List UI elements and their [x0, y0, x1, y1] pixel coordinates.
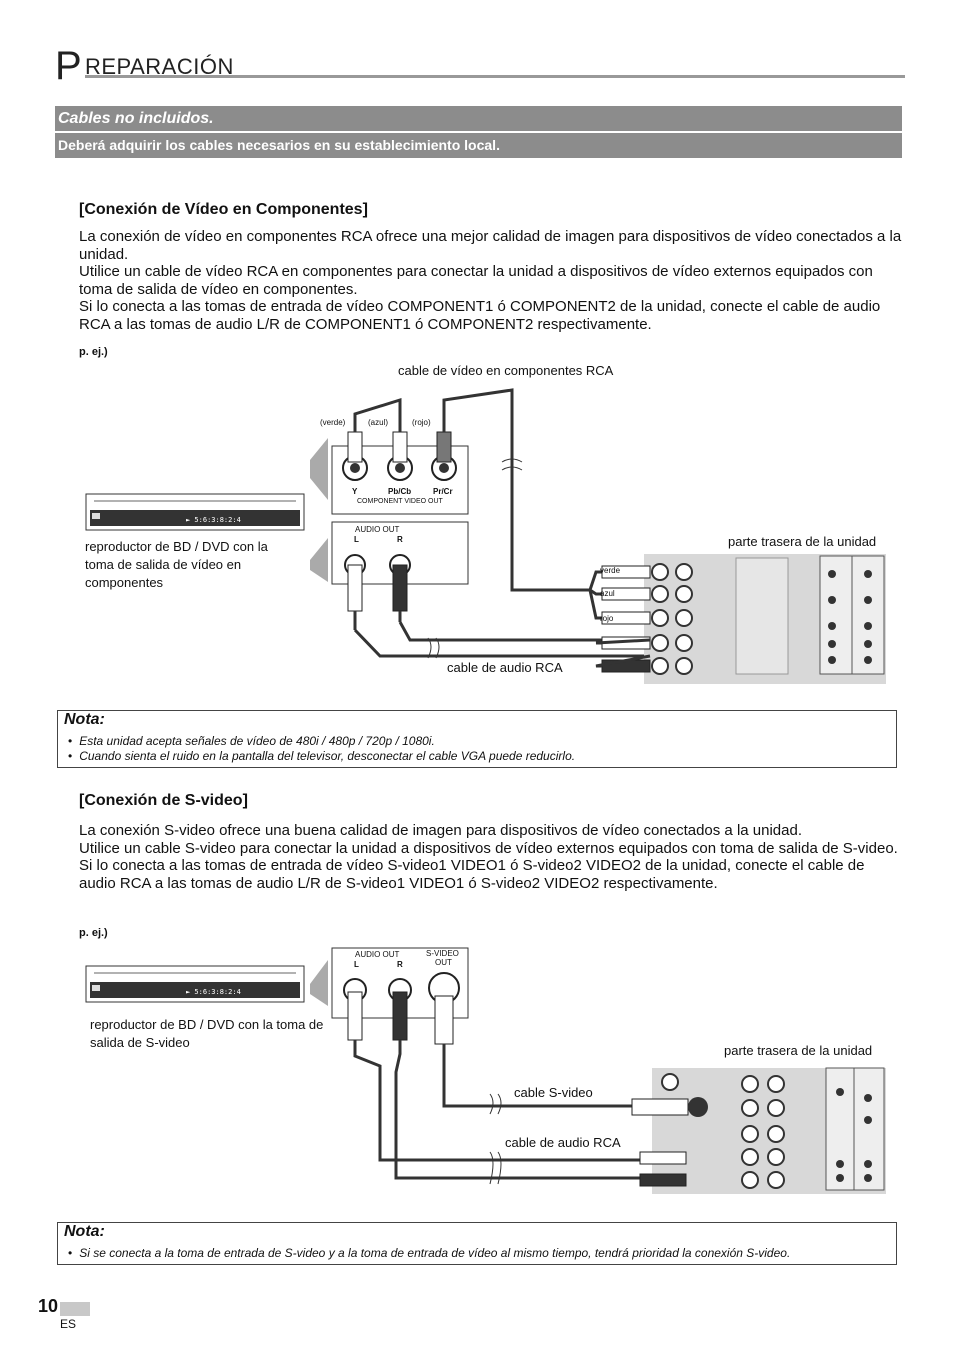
- component-eg: p. ej.): [79, 346, 108, 358]
- note-2: Nota: Si se conecta a la toma de entrada…: [57, 1222, 897, 1265]
- verde-rear-label: verde: [600, 566, 621, 575]
- azul-rear-label: azul: [600, 589, 615, 598]
- cables-sub-bar: Deberá adquirir los cables necesarios en…: [55, 133, 902, 158]
- player-label-1: reproductor de BD / DVD con la toma de s…: [85, 539, 268, 590]
- component-out-label: COMPONENT VIDEO OUT: [357, 498, 443, 505]
- audio-l-label-1: L: [354, 535, 359, 544]
- component-text: La conexión de vídeo en componentes RCA …: [79, 228, 904, 333]
- page-title: P REPARACIÓN: [55, 44, 905, 88]
- dvd-player-1: ► 5:6:3:8:2:4: [85, 493, 305, 531]
- audio-out-label-1: AUDIO OUT: [355, 525, 400, 534]
- player-label-2: reproductor de BD / DVD con la toma de s…: [90, 1017, 324, 1050]
- note-1-item: Cuando sienta el ruido en la pantalla de…: [68, 749, 575, 764]
- verde-label: (verde): [320, 418, 346, 427]
- svideo-out-label-1: S-VIDEO: [426, 949, 459, 958]
- rojo-rear-label: rojo: [600, 614, 614, 623]
- svg-text:► 5:6:3:8:2:4: ► 5:6:3:8:2:4: [186, 516, 241, 524]
- rear-jacks-1: [651, 563, 693, 675]
- rojo-label: (rojo): [412, 418, 431, 427]
- note-1: Nota: Esta unidad acepta señales de víde…: [57, 710, 897, 768]
- component-heading: [Conexión de Vídeo en Componentes]: [79, 201, 368, 218]
- page-number: 10: [38, 1296, 59, 1316]
- cable-audio-label-2: cable de audio RCA: [505, 1135, 621, 1150]
- svideo-text: La conexión S-video ofrece una buena cal…: [79, 822, 904, 892]
- svideo-heading: [Conexión de S-video]: [79, 792, 248, 809]
- azul-label: (azul): [368, 418, 389, 427]
- cable-video-label: cable de vídeo en componentes RCA: [398, 363, 614, 378]
- note-2-title: Nota:: [64, 1223, 105, 1240]
- audio-l-label-2: L: [354, 960, 359, 969]
- page-number-bar: [60, 1302, 90, 1316]
- cable-audio-label-1: cable de audio RCA: [447, 660, 563, 675]
- component-p1: La conexión de vídeo en componentes RCA …: [79, 228, 902, 263]
- note-1-title: Nota:: [64, 711, 105, 728]
- dvd-player-2: ► 5:6:3:8:2:4: [85, 965, 305, 1003]
- note-2-item: Si se conecta a la toma de entrada de S-…: [68, 1246, 790, 1261]
- cable-svideo-label: cable S-video: [514, 1085, 593, 1100]
- jack-y-label: Y: [352, 487, 358, 496]
- audio-out-label-2: AUDIO OUT: [355, 950, 400, 959]
- audio-r-label-1: R: [397, 535, 403, 544]
- language-code: ES: [60, 1317, 77, 1331]
- jack-pr-label: Pr/Cr: [433, 487, 453, 496]
- component-p3: Si lo conecta a las tomas de entrada de …: [79, 298, 881, 333]
- rear-label-2: parte trasera de la unidad: [724, 1043, 873, 1058]
- svideo-eg: p. ej.): [79, 927, 108, 939]
- audio-r-label-2: R: [397, 960, 403, 969]
- title-rule: [85, 75, 905, 78]
- note-1-item: Esta unidad acepta señales de vídeo de 4…: [68, 734, 575, 749]
- cables-bar: Cables no incluidos.: [55, 106, 902, 131]
- svideo-p1: La conexión S-video ofrece una buena cal…: [79, 822, 802, 839]
- component-diagram: ► 5:6:3:8:2:4: [85, 388, 886, 684]
- svideo-diagram: ► 5:6:3:8:2:4: [85, 947, 886, 1194]
- svideo-out-label-2: OUT: [435, 958, 452, 967]
- rear-label-1: parte trasera de la unidad: [728, 534, 877, 549]
- svideo-p3: Si lo conecta a las tomas de entrada de …: [79, 857, 865, 892]
- jack-pb-label: Pb/Cb: [388, 487, 412, 496]
- component-p2: Utilice un cable de vídeo RCA en compone…: [79, 263, 873, 298]
- svg-text:► 5:6:3:8:2:4: ► 5:6:3:8:2:4: [186, 988, 241, 996]
- svideo-p2: Utilice un cable S-video para conectar l…: [79, 839, 898, 857]
- title-rest: REPARACIÓN: [85, 54, 234, 79]
- title-initial: P: [55, 44, 82, 88]
